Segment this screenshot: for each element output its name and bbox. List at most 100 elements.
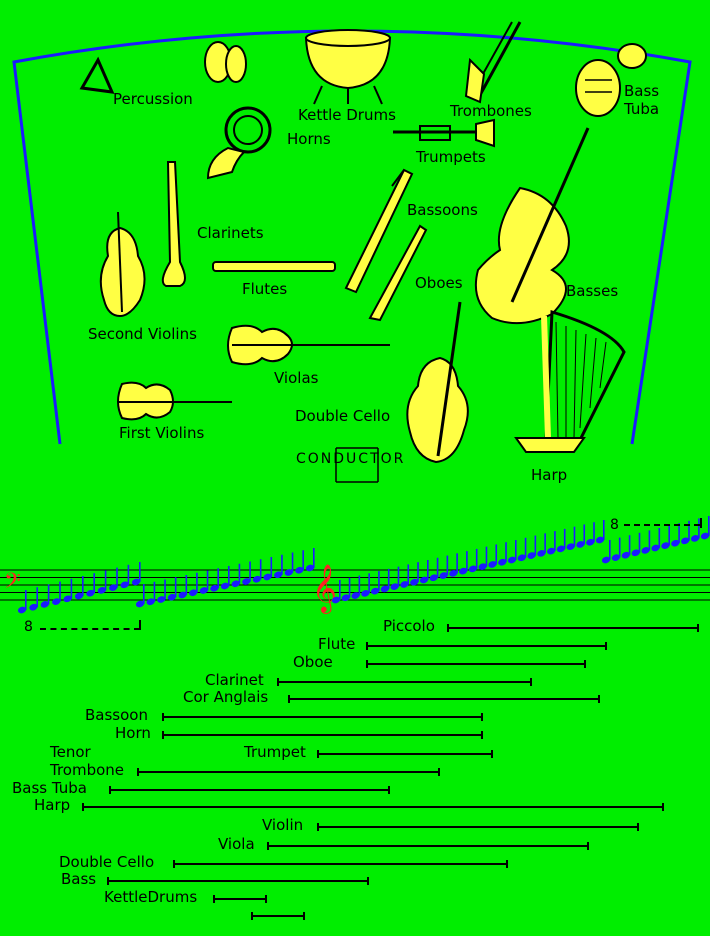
clarinet-icon xyxy=(161,161,186,287)
label-first-violins: First Violins xyxy=(119,424,205,442)
range-bar xyxy=(107,877,370,885)
note-head xyxy=(52,598,61,605)
note-head xyxy=(167,593,176,601)
range-label: Harp xyxy=(34,796,71,814)
range-label: Bass Tuba xyxy=(12,779,87,797)
bassoon-icon xyxy=(344,168,414,294)
note-head xyxy=(700,532,710,540)
note-head xyxy=(371,587,380,595)
note-head xyxy=(305,564,315,572)
note-head xyxy=(611,554,620,561)
note-head xyxy=(631,549,640,557)
music-staff: 𝄢𝄞 xyxy=(0,516,710,614)
note-head xyxy=(380,585,389,593)
note-head xyxy=(586,538,595,546)
note-head xyxy=(263,573,272,581)
label-percussion: Percussion xyxy=(113,90,193,108)
note-head xyxy=(661,542,670,549)
note-head xyxy=(199,587,208,594)
note-head xyxy=(507,556,517,564)
range-bar xyxy=(276,678,533,686)
note-head xyxy=(651,544,660,552)
range-label: Violin xyxy=(262,816,304,834)
note-head xyxy=(595,536,605,544)
note-head xyxy=(621,551,630,559)
label-conductor: CONDUCTOR xyxy=(296,451,406,467)
range-bar xyxy=(137,768,441,776)
range-bar xyxy=(161,731,483,739)
note-head xyxy=(400,581,409,588)
note-head xyxy=(547,547,556,555)
label-basses: Basses xyxy=(566,282,619,300)
note-head xyxy=(120,581,129,589)
double-bass-icon xyxy=(474,127,590,325)
range-bar xyxy=(172,860,508,868)
range-bar xyxy=(81,803,665,811)
note-head xyxy=(135,600,145,608)
label-bass-tuba: Bass Tuba xyxy=(624,82,660,118)
note-head xyxy=(63,595,72,603)
flute-icon xyxy=(212,261,336,272)
range-label: Oboe xyxy=(293,653,333,671)
treble-clef-icon: 𝄞 xyxy=(312,563,337,614)
trumpet-icon xyxy=(393,118,495,148)
octave-high-label: 8 xyxy=(610,517,619,533)
viola-icon xyxy=(227,324,390,366)
octave-low-line xyxy=(40,628,140,630)
note-head xyxy=(146,598,155,606)
note-head xyxy=(252,575,261,583)
note-head xyxy=(74,592,84,600)
range-bar xyxy=(161,713,483,721)
range-label: Trombone xyxy=(50,761,125,779)
range-label: Flute xyxy=(318,635,356,653)
label-trumpets: Trumpets xyxy=(416,148,486,166)
range-label: Tenor xyxy=(50,743,91,761)
label-harp: Harp xyxy=(531,466,568,484)
range-bar xyxy=(266,842,590,850)
note-head xyxy=(390,583,399,590)
range-label: Trumpet xyxy=(244,743,306,761)
note-head xyxy=(40,601,49,608)
note-head xyxy=(86,589,95,597)
range-label: Cor Anglais xyxy=(183,688,269,706)
note-head xyxy=(210,584,219,592)
note-head xyxy=(361,590,370,597)
range-bar xyxy=(316,823,640,831)
note-head xyxy=(671,539,680,547)
note-head xyxy=(351,592,360,599)
violin-icon-second xyxy=(99,211,146,318)
octave-low-label: 8 xyxy=(24,619,33,635)
note-head xyxy=(231,580,240,588)
note-head xyxy=(429,574,438,582)
range-bar xyxy=(316,750,494,758)
french-horn-icon xyxy=(206,106,272,180)
range-label: Double Cello xyxy=(59,853,155,871)
triangle-cymbal-icon xyxy=(79,41,247,94)
note-head xyxy=(459,567,468,575)
note-head xyxy=(691,535,700,542)
kettle-drum-icon xyxy=(304,29,392,105)
note-head xyxy=(97,587,106,594)
range-bar xyxy=(366,642,608,650)
label-violas: Violas xyxy=(274,369,319,387)
label-double-cello: Double Cello xyxy=(295,407,391,425)
note-head xyxy=(242,578,251,585)
range-bar xyxy=(213,895,267,903)
note-head xyxy=(681,537,690,545)
label-horns: Horns xyxy=(287,130,331,148)
label-kettle-drums: Kettle Drums xyxy=(298,106,396,124)
note-head xyxy=(341,594,350,602)
note-head xyxy=(17,606,27,614)
tuba-icon xyxy=(575,43,647,117)
label-bassoons: Bassoons xyxy=(407,201,478,219)
cello-icon xyxy=(406,301,469,464)
note-head xyxy=(274,571,283,579)
note-head xyxy=(527,552,536,559)
oboe-icon xyxy=(368,224,428,322)
note-head xyxy=(517,554,526,562)
conductor-box xyxy=(335,447,379,483)
range-bar xyxy=(250,912,306,920)
note-head xyxy=(131,578,141,586)
note-head xyxy=(537,550,546,557)
